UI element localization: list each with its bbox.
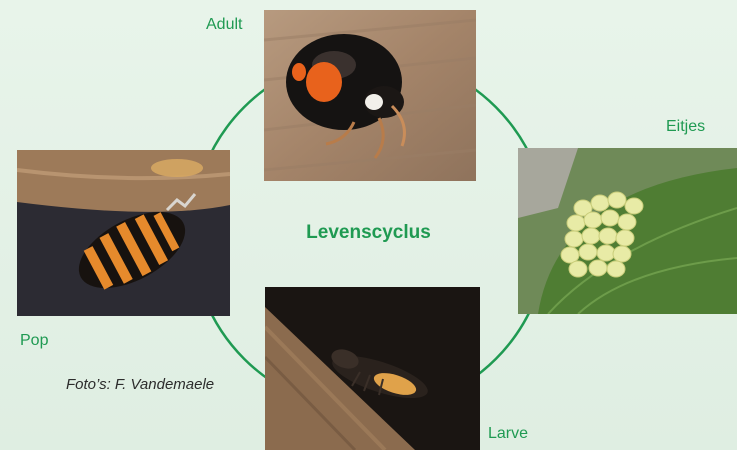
photo-credit: Foto’s: F. Vandemaele: [66, 376, 214, 393]
stage-label-larva: Larve: [488, 425, 528, 443]
stage-label-eggs: Eitjes: [666, 118, 705, 136]
stage-label-adult: Adult: [206, 16, 242, 34]
stage-label-pupa: Pop: [20, 332, 48, 350]
diagram-title: Levenscyclus: [0, 222, 737, 244]
larva-photo: [265, 287, 480, 450]
adult-photo: [264, 10, 476, 181]
